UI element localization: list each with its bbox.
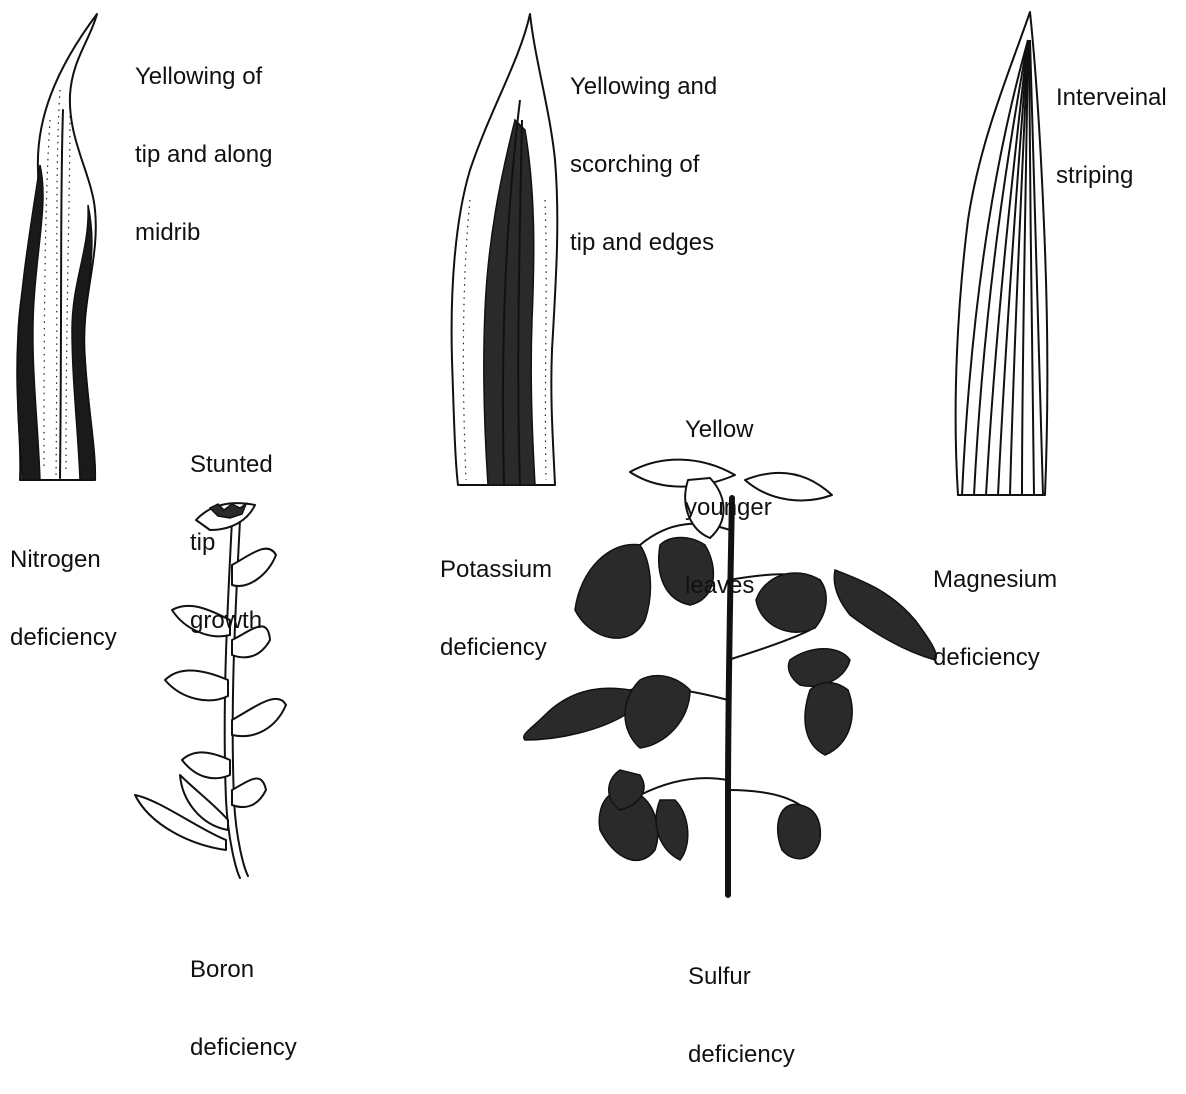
potassium-caption: Potassium deficiency	[440, 505, 552, 687]
potassium-deficiency-leaf-illustration	[452, 14, 558, 485]
nitrogen-caption-line-2: deficiency	[10, 625, 117, 651]
potassium-annotation-line-1: Yellowing and	[570, 74, 717, 100]
potassium-annotation-line-3: tip and edges	[570, 230, 717, 256]
magnesium-caption: Magnesium deficiency	[933, 515, 1057, 697]
nitrogen-caption-line-1: Nitrogen	[10, 547, 117, 573]
nitrogen-caption: Nitrogen deficiency	[10, 495, 117, 677]
magnesium-caption-line-2: deficiency	[933, 645, 1057, 671]
boron-annotation-line-3: growth	[190, 608, 273, 634]
potassium-annotation-line-2: scorching of	[570, 152, 717, 178]
magnesium-annotation-line-2: striping	[1056, 163, 1167, 189]
magnesium-annotation: Interveinal striping	[1056, 33, 1167, 215]
boron-caption-line-1: Boron	[190, 957, 297, 983]
magnesium-annotation-line-1: Interveinal	[1056, 85, 1167, 111]
potassium-annotation: Yellowing and scorching of tip and edges	[570, 22, 717, 282]
sulfur-caption-line-2: deficiency	[688, 1042, 795, 1068]
nitrogen-annotation-line-2: tip and along	[135, 142, 272, 168]
boron-caption-line-2: deficiency	[190, 1035, 297, 1061]
boron-annotation: Stunted tip growth	[190, 400, 273, 660]
nitrogen-annotation-line-3: midrib	[135, 220, 272, 246]
boron-annotation-line-2: tip	[190, 530, 273, 556]
magnesium-caption-line-1: Magnesium	[933, 567, 1057, 593]
sulfur-annotation-line-1: Yellow	[685, 417, 772, 443]
potassium-caption-line-1: Potassium	[440, 557, 552, 583]
sulfur-caption: Sulfur deficiency	[688, 912, 795, 1094]
sulfur-annotation-line-3: leaves	[685, 573, 772, 599]
nitrogen-deficiency-leaf-illustration	[17, 14, 97, 480]
nitrogen-annotation-line-1: Yellowing of	[135, 64, 272, 90]
sulfur-annotation: Yellow younger leaves	[685, 365, 772, 625]
magnesium-deficiency-leaf-illustration	[956, 12, 1048, 495]
boron-annotation-line-1: Stunted	[190, 452, 273, 478]
potassium-caption-line-2: deficiency	[440, 635, 552, 661]
sulfur-annotation-line-2: younger	[685, 495, 772, 521]
nitrogen-annotation: Yellowing of tip and along midrib	[135, 12, 272, 272]
boron-caption: Boron deficiency	[190, 905, 297, 1087]
